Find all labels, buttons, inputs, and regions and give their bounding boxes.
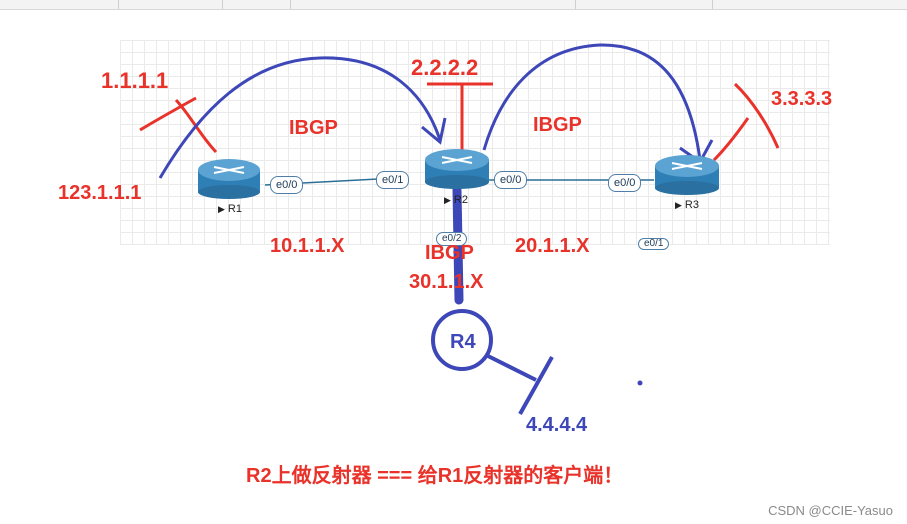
interface-badge-r2-e0-2[interactable]: e0/2 <box>436 232 468 246</box>
r1-address-label: 123.1.1.1 <box>58 182 142 204</box>
router-label-r1: ▶R1 <box>218 203 242 215</box>
r3-loopback-bar <box>733 82 780 149</box>
expand-triangle-icon: ▶ <box>675 200 682 210</box>
interface-badge-r2-e0-1[interactable]: e0/1 <box>376 171 410 189</box>
reflector-note: R2上做反射器 === 给R1反射器的客户端！ <box>246 465 624 487</box>
toolbar-divider <box>575 0 576 9</box>
router-label-r2: ▶R2 <box>444 194 468 206</box>
interface-badge-r3-e0-1[interactable]: e0/1 <box>638 238 670 250</box>
r4-loopback-label: 4.4.4.4 <box>526 414 588 436</box>
r3-loopback-stem <box>712 117 750 162</box>
expand-triangle-icon: ▶ <box>444 195 451 205</box>
interface-badge-r1-e0-0[interactable]: e0/0 <box>270 176 304 194</box>
router-icon-r1 <box>198 159 260 199</box>
r1-loopback-bar <box>139 96 197 132</box>
csdn-watermark: CSDN @CCIE-Yasuo <box>768 503 893 518</box>
r3-loopback-label: 3.3.3.3 <box>771 88 833 110</box>
ibgp-label-r2-r3: IBGP <box>533 114 582 136</box>
ibgp-arc-r1-r2 <box>158 56 442 179</box>
interface-badge-r2-e0-0[interactable]: e0/0 <box>494 171 528 189</box>
toolbar-divider <box>290 0 291 9</box>
toolbar-strip <box>0 0 907 10</box>
toolbar-divider <box>222 0 223 9</box>
router-label-r3: ▶R3 <box>675 199 699 211</box>
interface-badge-r3-e0-0[interactable]: e0/0 <box>608 174 642 192</box>
arrowhead-r2 <box>421 117 447 145</box>
router-icon-r2 <box>425 149 489 189</box>
ink-dot <box>637 380 643 386</box>
router-icon-r3 <box>655 155 719 195</box>
router-label-r4: R4 <box>450 331 476 353</box>
network-label-r2-r4: 30.1.1.X <box>409 271 484 293</box>
ibgp-label-r2-r4: IBGP <box>425 242 474 264</box>
network-label-r2-r3: 20.1.1.X <box>515 235 590 257</box>
toolbar-divider <box>712 0 713 9</box>
r4-loopback-stem <box>487 354 537 382</box>
r4-circle <box>431 309 493 371</box>
toolbar-divider <box>118 0 119 9</box>
r4-loopback-bar <box>518 356 554 415</box>
r2-loopback-label: 2.2.2.2 <box>411 55 479 80</box>
ibgp-label-r1-r2: IBGP <box>289 117 338 139</box>
ibgp-arc-r2-r3 <box>482 43 702 161</box>
r1-loopback-label: 1.1.1.1 <box>101 68 169 93</box>
network-label-r1-r2: 10.1.1.X <box>270 235 345 257</box>
expand-triangle-icon: ▶ <box>218 204 225 214</box>
